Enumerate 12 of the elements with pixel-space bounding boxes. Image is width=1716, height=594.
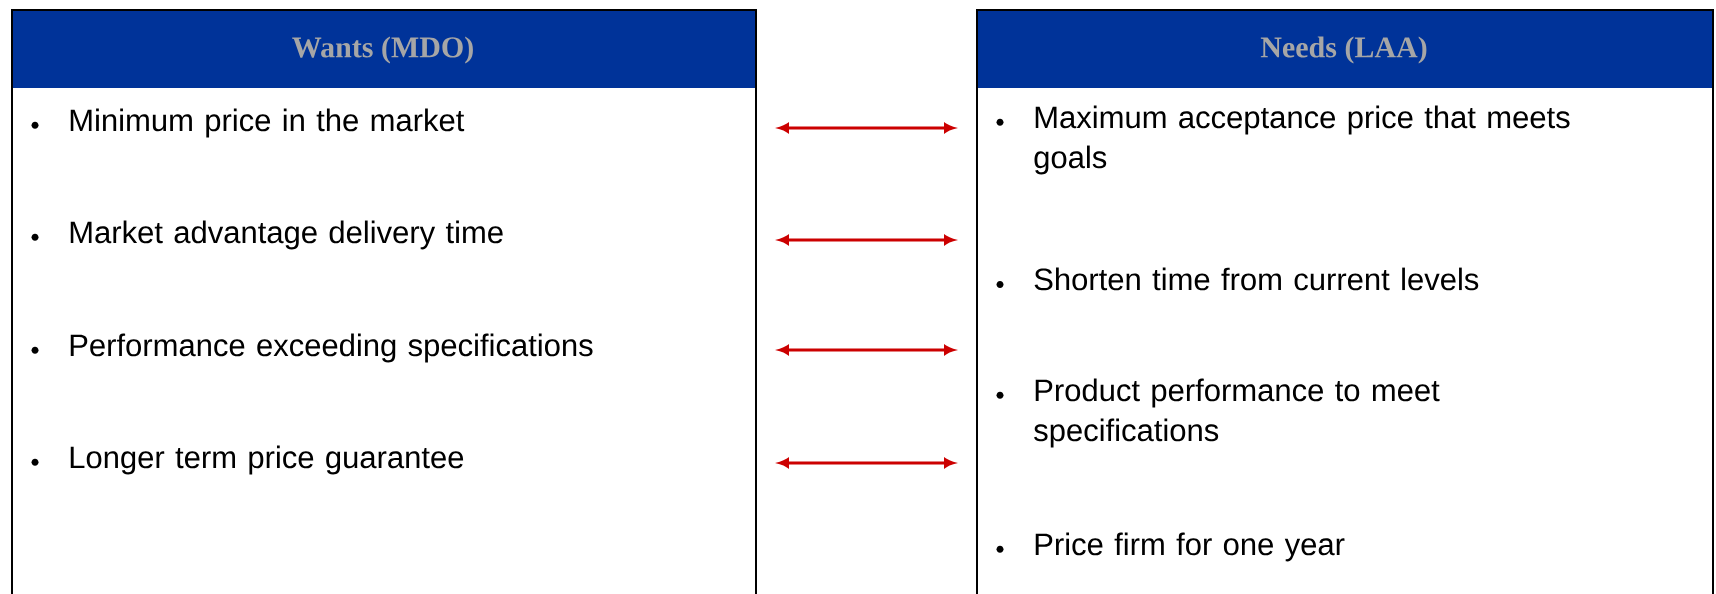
double-arrow [778, 123, 955, 133]
double-arrow [778, 235, 955, 245]
bullet-list-item: Longer term price guarantee [31, 445, 464, 475]
double-arrow [778, 345, 955, 355]
bullet-list-item: Performance exceeding specifications [31, 333, 593, 363]
bullet-list-item: Product performance to meet specifications [996, 378, 1440, 448]
bullet-list-item: Minimum price in the market [31, 108, 465, 138]
bullet-list-item: Market advantage delivery time [31, 220, 503, 250]
bullet-list-item: Shorten time from current levels [996, 267, 1479, 291]
double-arrow [778, 458, 955, 468]
bullet-list-item: Maximum acceptance price that meets goals [996, 105, 1570, 175]
bullet-list-item: Price firm for one year [996, 532, 1345, 562]
